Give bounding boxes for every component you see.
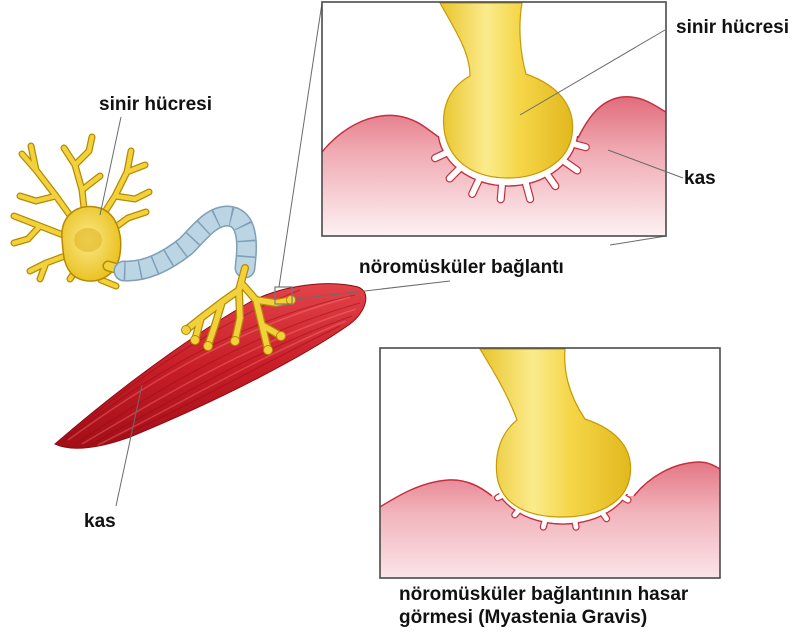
caption-damaged-line1: nöromüsküler bağlantının hasar — [399, 584, 689, 605]
label-muscle-left: kas — [84, 511, 116, 532]
healthy-junction-inset — [322, 2, 666, 236]
label-nerve-cell-inset: sinir hücresi — [676, 17, 789, 38]
caption-damaged-line2: görmesi (Myastenia Gravis) — [399, 607, 647, 628]
terminal-bouton — [182, 326, 191, 335]
terminal-bouton — [277, 332, 286, 341]
label-junction: nöromüsküler bağlantı — [359, 257, 564, 278]
neuron-nucleus — [74, 228, 102, 252]
terminal-bouton — [204, 342, 213, 351]
terminal-bouton — [264, 346, 273, 355]
terminal-bouton — [231, 337, 240, 346]
myelinated-axon — [124, 216, 247, 271]
zoom-line-bottom — [610, 236, 666, 245]
terminal-bouton — [287, 296, 296, 305]
label-nerve-cell-left: sinir hücresi — [99, 94, 212, 115]
zoom-line-top — [279, 3, 322, 287]
myelin-sheath — [124, 216, 247, 271]
terminal-bouton — [191, 336, 200, 345]
damaged-junction-inset — [380, 348, 720, 578]
label-muscle-inset: kas — [684, 168, 716, 189]
